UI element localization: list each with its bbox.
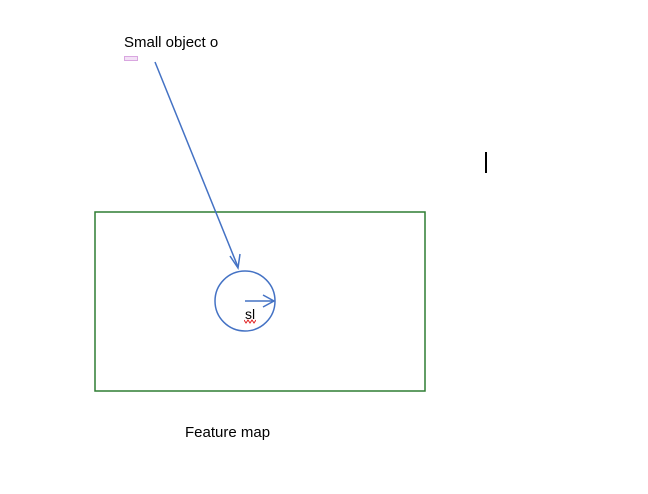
- small-object-label: Small object o: [124, 34, 219, 51]
- radius-label: sl: [245, 306, 256, 322]
- text-cursor-icon: [485, 152, 487, 173]
- feature-map-label: Feature map: [185, 424, 271, 441]
- feature-map-rect: [94, 211, 426, 392]
- mapping-arrow: [154, 61, 241, 271]
- spellcheck-squiggle-icon: [244, 319, 256, 324]
- radius-arrow: [245, 294, 276, 308]
- small-object-marker-icon: [124, 56, 138, 61]
